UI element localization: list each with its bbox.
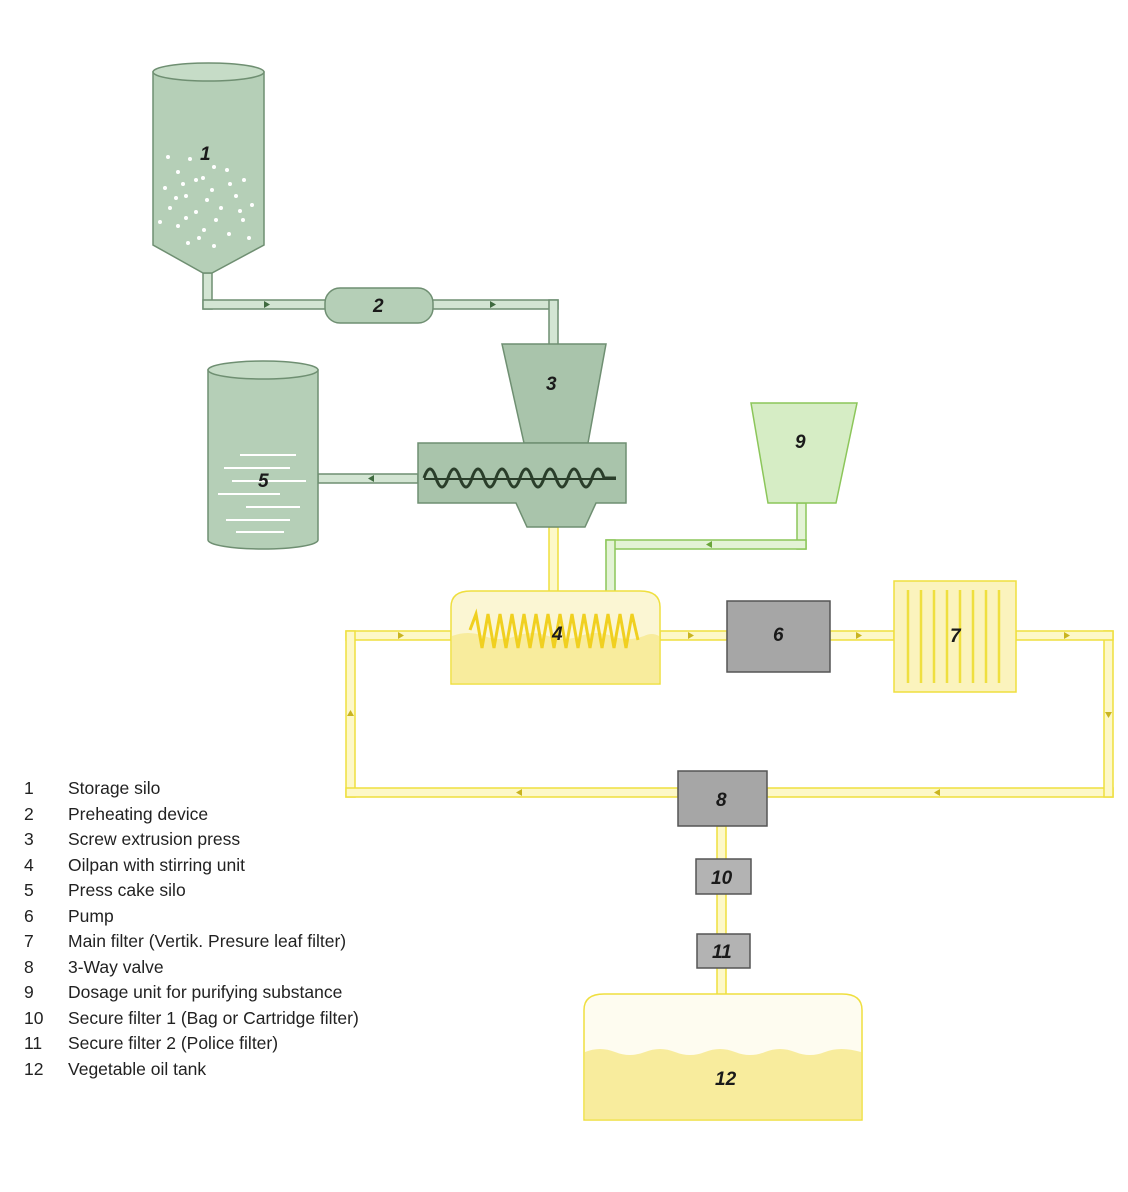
- press-screw-icon: [422, 467, 616, 489]
- label-9: 9: [795, 432, 806, 453]
- label-1: 1: [200, 144, 211, 165]
- label-7: 7: [950, 626, 962, 647]
- storage-silo: 1: [152, 62, 265, 274]
- three-way-valve: 8: [677, 770, 768, 827]
- label-12: 12: [715, 1069, 737, 1090]
- green-pipe-silo-to-preheater: [202, 272, 328, 310]
- green-pipe-press-to-cake-silo: [317, 473, 419, 484]
- yellow-pipe-valve-to-tank: [716, 825, 727, 997]
- secure-filter-1: 10: [695, 858, 752, 895]
- green-pipe-preheater-to-press: [431, 299, 559, 346]
- preheating-device: 2: [324, 287, 434, 324]
- label-4: 4: [551, 624, 563, 645]
- dosage-unit: 9: [750, 402, 858, 504]
- label-3: 3: [546, 374, 557, 395]
- secure-filter-2: 11: [696, 933, 751, 969]
- silo-seed-dots: [158, 155, 254, 248]
- label-5: 5: [258, 471, 269, 492]
- stirrer-icon: [468, 608, 640, 649]
- filter-leaves: [906, 590, 1001, 683]
- label-2: 2: [372, 296, 384, 317]
- pump: 6: [726, 600, 831, 673]
- label-6: 6: [773, 625, 784, 646]
- light-green-pipe-dosage-to-oilpan: [605, 502, 807, 593]
- screw-extrusion-press: 3: [417, 343, 627, 528]
- oilpan-with-stirring-unit: 4: [450, 590, 661, 685]
- press-cake-silo: 5: [207, 360, 319, 550]
- label-10: 10: [711, 868, 733, 889]
- vegetable-oil-tank: 12: [583, 993, 863, 1121]
- label-8: 8: [716, 790, 727, 811]
- yellow-pipe-press-to-oilpan: [548, 526, 559, 594]
- main-filter: 7: [893, 580, 1017, 693]
- press-cake-lines: [218, 454, 306, 533]
- label-11: 11: [712, 942, 732, 963]
